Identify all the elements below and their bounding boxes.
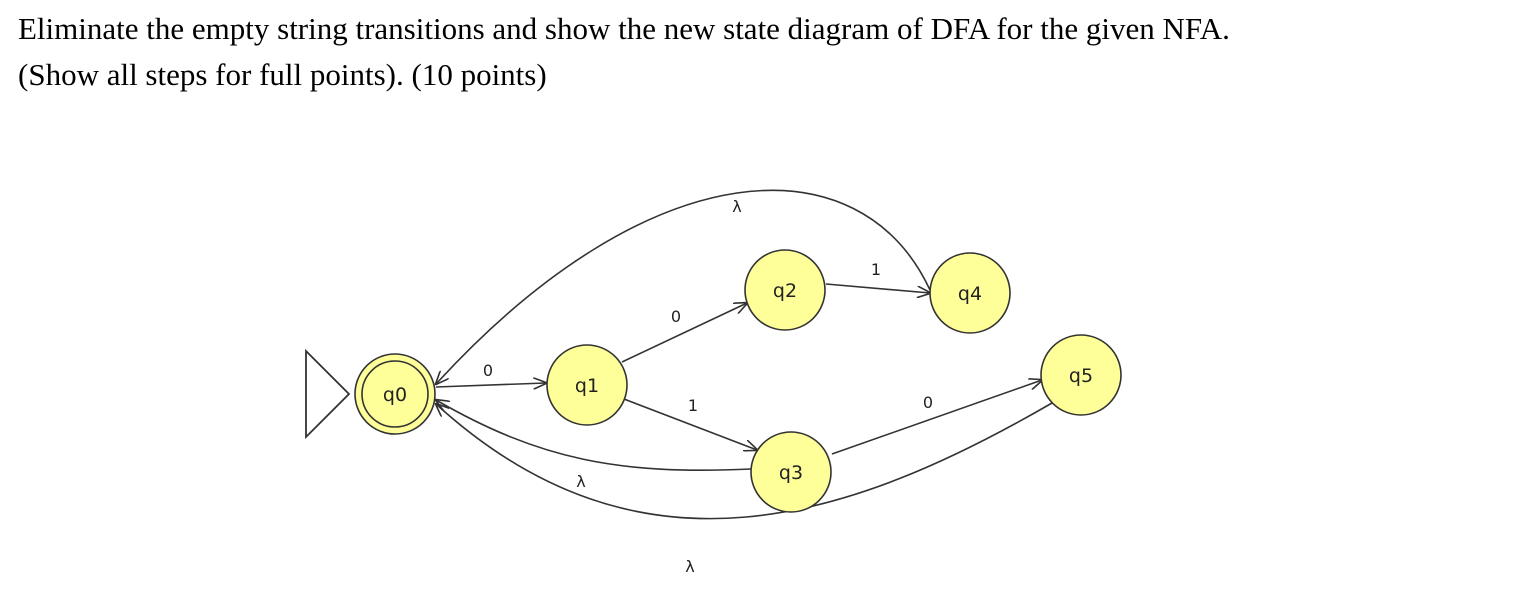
transition-arrow-q2-q4 [825,283,930,293]
state-circle-q4 [929,252,1011,334]
transition-label-q3-q0: λ [576,472,585,491]
state-label-q1: q1 [575,375,599,397]
transition-arrow-q4-q0 [436,189,931,384]
transition-label-q1-q2: 0 [671,307,681,326]
transition-label-q4-q0: λ [732,197,741,216]
question-text: Eliminate the empty string transitions a… [18,6,1508,98]
transition-arrow-q3-q0 [436,400,752,471]
state-q1: q1 [546,344,628,426]
transition-label-q3-q5: 0 [923,393,933,412]
state-label-q0: q0 [383,384,407,406]
state-circle-q5 [1040,334,1122,416]
transition-arrow-q0-q1 [435,383,546,387]
state-label-q4: q4 [958,283,982,305]
start-marker-layer [305,348,351,440]
state-q5: q5 [1040,334,1122,416]
states-layer: q0 q1 q2 q3 q4 q5 [354,249,1122,513]
state-circle-q2 [744,249,826,331]
state-label-q5: q5 [1069,365,1093,387]
state-q2: q2 [744,249,826,331]
state-circle-q3 [750,431,832,513]
state-q3: q3 [750,431,832,513]
state-circle-q1 [546,344,628,426]
question-line-1: Eliminate the empty string transitions a… [18,11,1230,46]
transition-labels-layer: 0 0 1 1 0 λ λ λ [483,197,933,576]
transition-label-q5-q0: λ [685,557,694,576]
transitions-layer [435,189,1053,520]
transition-arrow-q1-q3 [623,398,757,450]
start-state-marker [305,348,351,440]
state-q4: q4 [929,252,1011,334]
transition-arrow-q1-q2 [621,303,747,363]
transition-label-q2-q4: 1 [871,260,881,279]
state-label-q2: q2 [773,280,797,302]
question-line-2: (Show all steps for full points). (10 po… [18,57,547,92]
state-q0: q0 [354,353,436,435]
state-label-q3: q3 [779,462,803,484]
final-state-ring-q0 [361,360,429,428]
transition-label-q0-q1: 0 [483,361,493,380]
transition-arrow-q3-q5 [831,380,1042,455]
transition-arrow-q5-q0 [436,403,1053,520]
transition-label-q1-q3: 1 [688,396,698,415]
state-circle-q0 [354,353,436,435]
